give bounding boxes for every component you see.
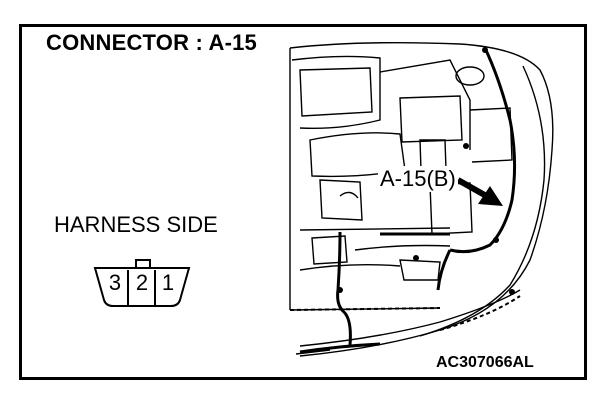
callout-arrow	[456, 177, 503, 206]
pin-number: 1	[161, 270, 175, 295]
pin-number: 2	[135, 270, 149, 295]
harness-side-label: HARNESS SIDE	[54, 212, 218, 237]
connector-outline	[93, 259, 191, 307]
figure-code: AC307066AL	[436, 354, 534, 371]
pin-number: 3	[108, 270, 122, 295]
connector-callout-label: A-15(B)	[378, 166, 458, 192]
connector-title: CONNECTOR : A-15	[46, 30, 257, 55]
